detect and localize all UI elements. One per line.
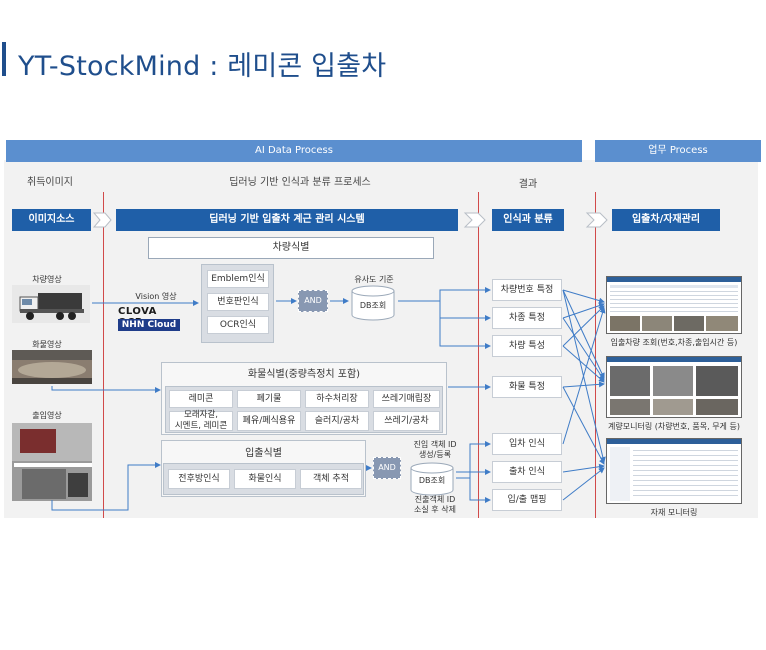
result-exit: 출차 인식 bbox=[492, 461, 562, 483]
cargo-image bbox=[12, 350, 92, 384]
stage-entry-material-mgmt: 입출차/자재관리 bbox=[612, 209, 720, 231]
title-accent-bar bbox=[2, 42, 6, 76]
monitor-entry-query-screen bbox=[606, 276, 742, 334]
cargo-item: 슬러지/공차 bbox=[305, 411, 369, 431]
header-work-process: 업무 Process bbox=[595, 140, 761, 162]
result-plate: 차량번호 특정 bbox=[492, 279, 562, 301]
cargo-item: 레미콘 bbox=[169, 390, 233, 408]
monitor-caption-entry-query: 입출차량 조회(번호,차종,출입시간 등) bbox=[610, 338, 738, 347]
nhn-cloud-logo: NHN Cloud bbox=[118, 319, 180, 331]
stage-system: 딥러닝 기반 입출차 계근 관리 시스템 bbox=[116, 209, 458, 231]
monitor-weighing-screen bbox=[606, 356, 742, 418]
cargo-item: 모래자갈, 시멘트, 레미콘 bbox=[169, 410, 233, 431]
result-cargo: 화물 특정 bbox=[492, 376, 562, 398]
divider-1 bbox=[103, 192, 104, 518]
result-mapping: 입/출 맵핑 bbox=[492, 489, 562, 511]
result-characteristics: 차량 특성 bbox=[492, 335, 562, 357]
method-ocr: OCR인식 bbox=[207, 316, 269, 334]
chevron-right-icon bbox=[463, 212, 486, 228]
divider-3 bbox=[595, 192, 596, 518]
monitor-material-screen bbox=[606, 438, 742, 504]
exit-note: 진출객체 ID 소실 후 삭제 bbox=[414, 495, 456, 514]
column-acquired-image: 취득이미지 bbox=[27, 177, 73, 188]
cargo-item: 쓰레기매립장 bbox=[373, 390, 440, 408]
and-gate-entry: AND bbox=[373, 457, 401, 479]
chevron-right-icon bbox=[585, 212, 608, 228]
entry-item: 화물인식 bbox=[234, 469, 296, 489]
monitor-caption-material: 자재 모니터링 bbox=[650, 508, 698, 517]
header-ai-process: AI Data Process bbox=[6, 140, 582, 162]
result-entry: 입차 인식 bbox=[492, 433, 562, 455]
and-gate-vehicle: AND bbox=[298, 290, 328, 312]
column-result: 결과 bbox=[518, 179, 538, 190]
entry-id-title: 입출식별 bbox=[245, 448, 282, 459]
cargo-item: 쓰레기/공차 bbox=[373, 411, 440, 431]
stage-image-source: 이미지소스 bbox=[12, 209, 91, 231]
method-emblem: Emblem인식 bbox=[207, 270, 269, 288]
source-label-vehicle: 차량영상 bbox=[32, 275, 62, 284]
entry-item: 객체 추적 bbox=[300, 469, 362, 489]
vehicle-id-title: 차량식별 bbox=[148, 237, 434, 259]
divider-2 bbox=[478, 192, 479, 518]
cargo-item: 폐기물 bbox=[237, 390, 301, 408]
page-title: YT-StockMind : 레미콘 입출차 bbox=[18, 51, 387, 82]
entry-item: 전후방인식 bbox=[168, 469, 230, 489]
column-dl-process: 딥러닝 기반 인식과 분류 프로세스 bbox=[229, 177, 371, 188]
monitor-caption-weighing: 계량모니터링 (차량번호, 품목, 무게 등) bbox=[608, 422, 740, 431]
vision-label: Vision 영상 bbox=[135, 292, 177, 301]
stage-recognize-classify: 인식과 분류 bbox=[492, 209, 564, 231]
database-icon bbox=[410, 462, 454, 496]
cargo-id-title: 화물식별(중량측정치 포함) bbox=[247, 369, 361, 380]
chevron-right-icon bbox=[92, 212, 112, 228]
database-icon bbox=[351, 285, 395, 321]
method-plate: 번호판인식 bbox=[207, 293, 269, 311]
similarity-label: 유사도 기준 bbox=[354, 275, 394, 284]
source-label-entry: 출입영상 bbox=[32, 411, 62, 420]
db-lookup-entry: DB조회 bbox=[418, 476, 446, 485]
result-type: 차종 특정 bbox=[492, 307, 562, 329]
entry-camera-image bbox=[12, 423, 92, 501]
entry-note: 진입 객체 ID 생성/등록 bbox=[413, 440, 457, 459]
source-label-cargo: 화물영상 bbox=[32, 340, 62, 349]
dump-truck-image bbox=[12, 285, 90, 323]
cargo-item: 폐유/폐식용유 bbox=[237, 411, 301, 431]
cargo-item: 하수처리장 bbox=[305, 390, 369, 408]
db-lookup-vehicle: DB조회 bbox=[359, 301, 387, 310]
